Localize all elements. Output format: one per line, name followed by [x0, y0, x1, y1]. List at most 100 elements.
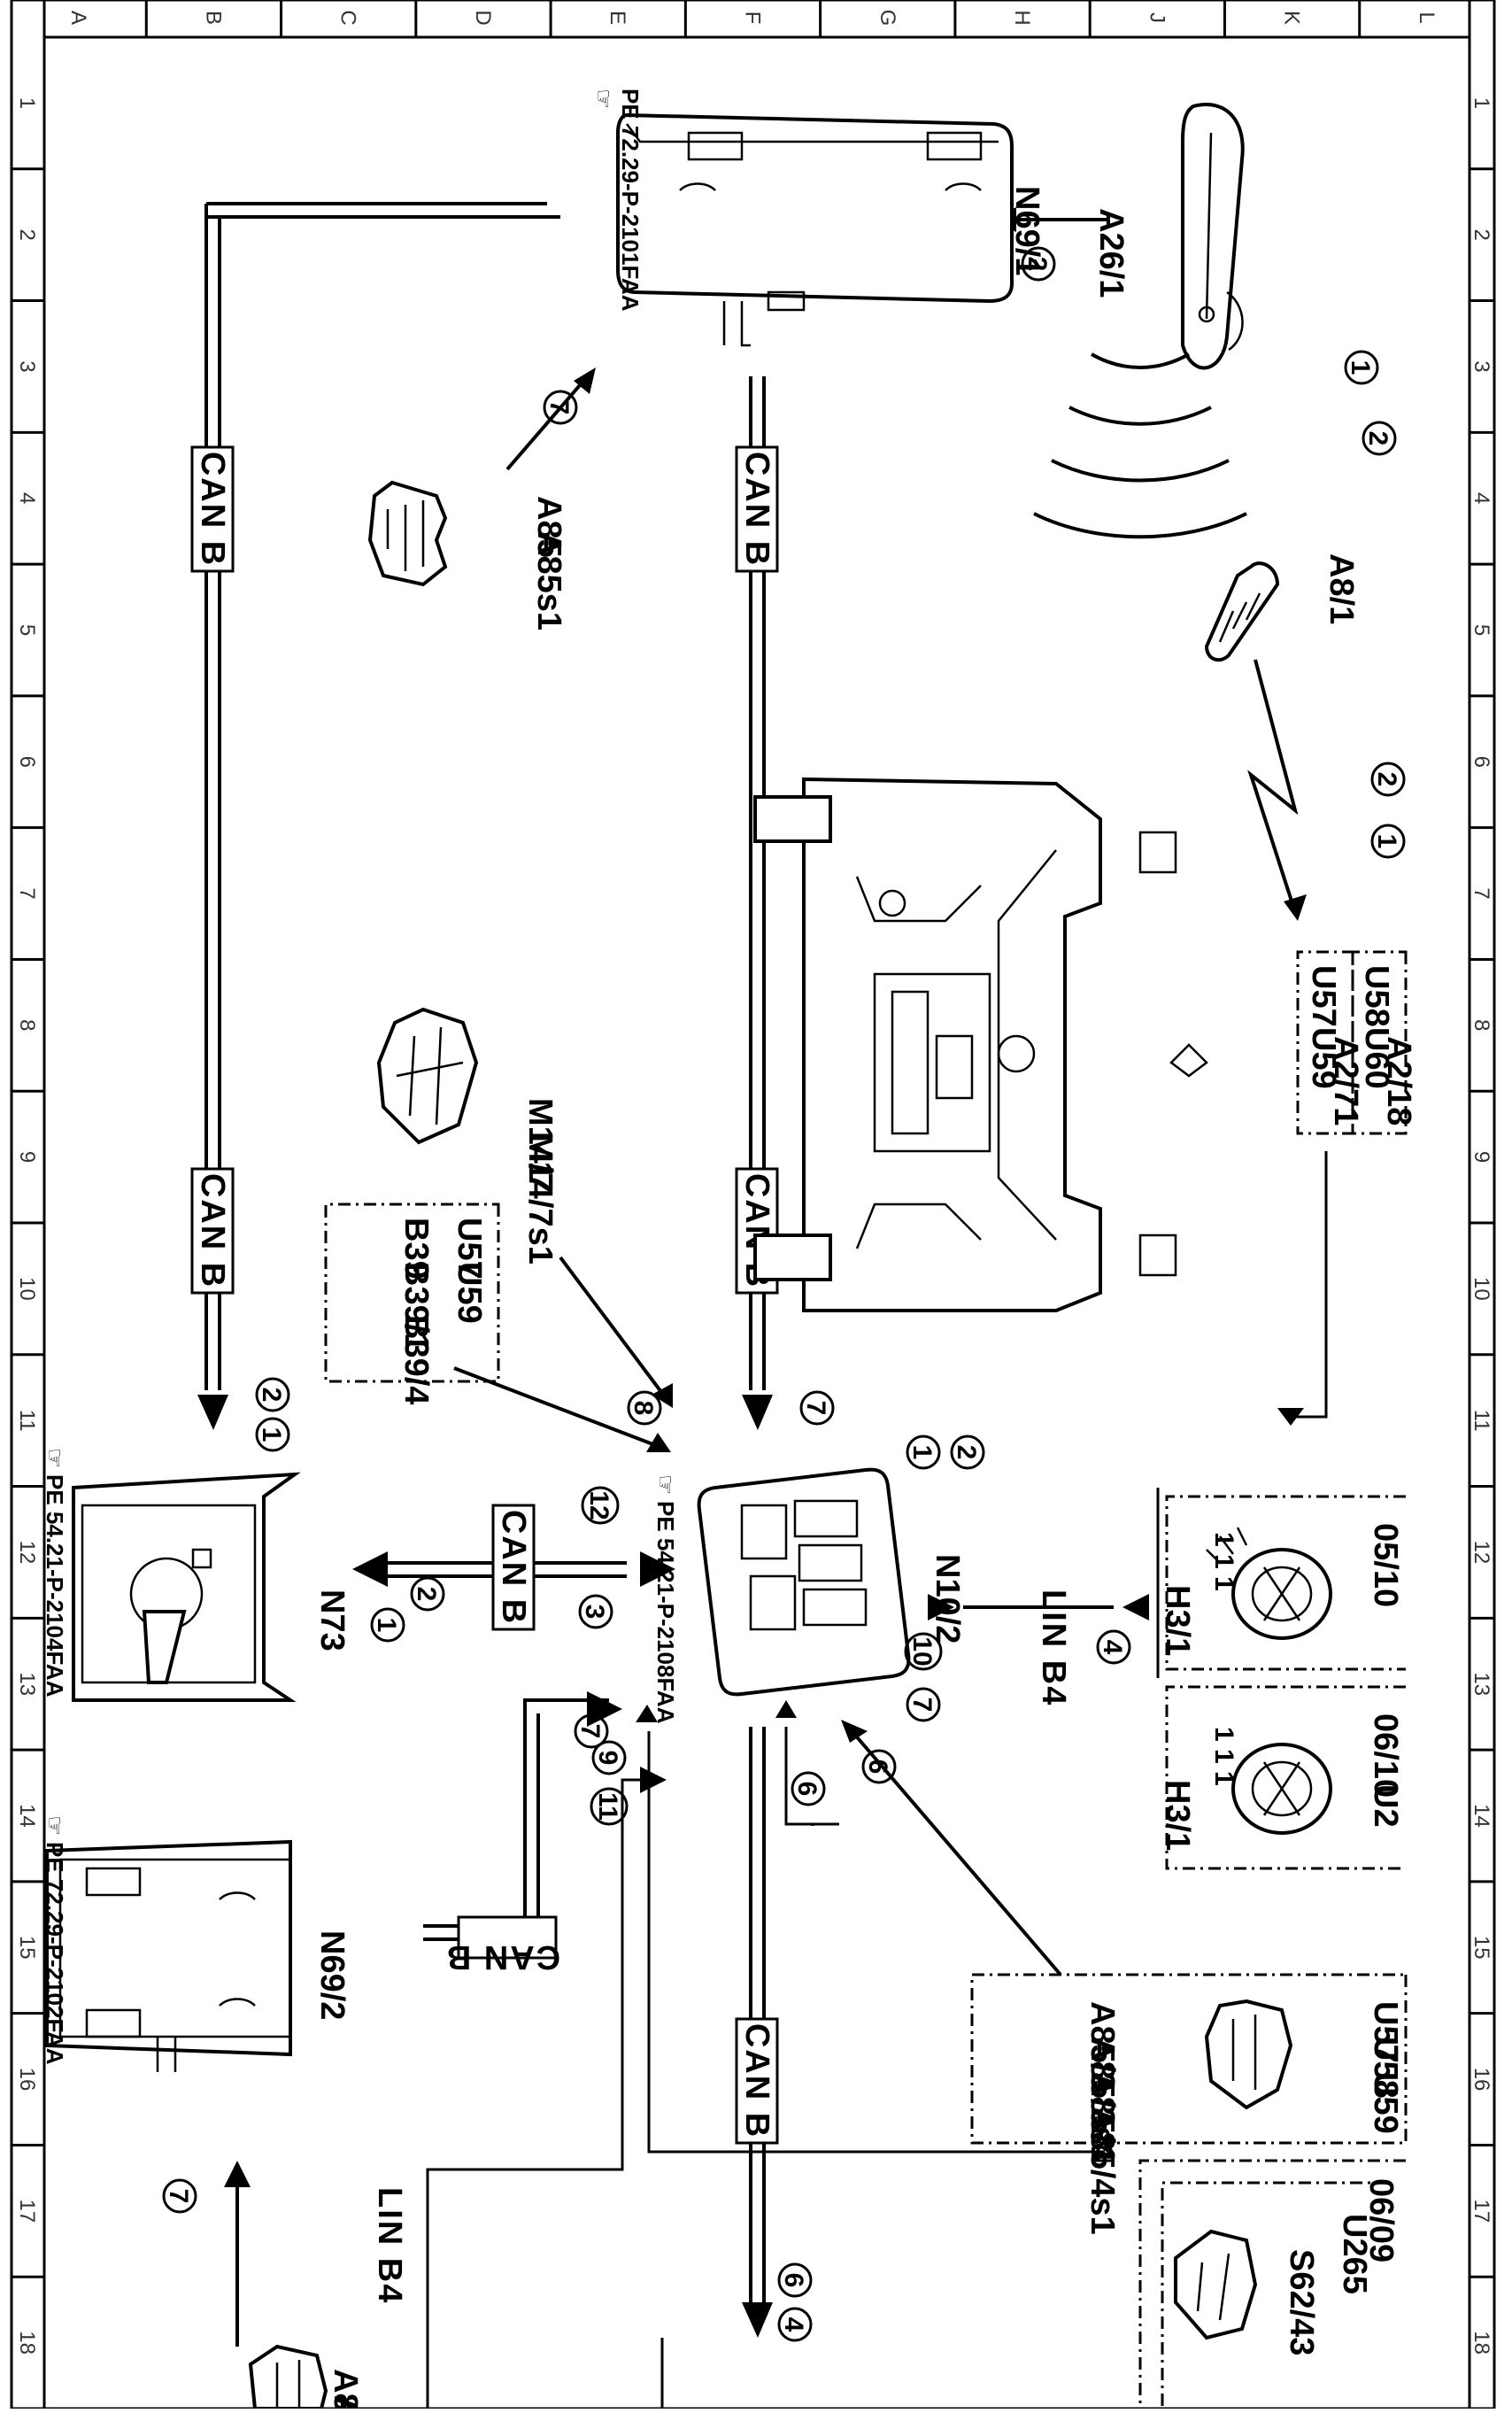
- svg-text:U57: U57: [451, 1218, 488, 1280]
- svg-text:N69/2: N69/2: [313, 1930, 351, 2020]
- grid-row-label: D: [471, 10, 495, 25]
- callout-a8-down: 2 1: [1370, 762, 1406, 859]
- svg-text:A85: A85: [327, 2395, 364, 2409]
- grid-col-label: 3: [1470, 360, 1493, 372]
- grid-row-label: E: [606, 11, 629, 25]
- grid-col-label: 14: [1470, 1804, 1493, 1828]
- svg-text:4: 4: [779, 2317, 808, 2332]
- svg-text:8: 8: [629, 1401, 658, 1416]
- grid-col-label: 15: [15, 1936, 39, 1960]
- svg-text:☞: ☞: [42, 1448, 68, 1468]
- svg-text:CAN B: CAN B: [495, 1510, 532, 1625]
- grid-col-label: 1: [1470, 97, 1493, 109]
- svg-text:1: 1: [907, 1445, 937, 1460]
- grid-row-label: J: [1145, 12, 1169, 23]
- svg-text:U58: U58: [1358, 965, 1395, 1027]
- grid-col-label: 8: [1470, 1019, 1493, 1031]
- svg-text:12: 12: [584, 1490, 613, 1520]
- svg-text:6: 6: [863, 1759, 892, 1775]
- grid-col-label: 8: [15, 1019, 39, 1031]
- svg-text:U59: U59: [1305, 1027, 1342, 1089]
- callout-n10-6: 6: [861, 1749, 897, 1784]
- svg-text:7: 7: [164, 2189, 193, 2204]
- remote-key-a8-1: A8/1: [1204, 553, 1360, 662]
- n69-1-reference: PE 72.29-P-2101FAA: [617, 89, 644, 312]
- grid-col-label: 16: [15, 2068, 39, 2092]
- control-unit-n10-2: N10/2 ☞ PE 54.21-P-2108FAA: [652, 1467, 966, 1724]
- svg-text:1 1 1: 1 1 1: [1209, 1727, 1238, 1786]
- svg-text:3: 3: [580, 1605, 609, 1620]
- svg-text:A85/4s1: A85/4s1: [1084, 2108, 1121, 2235]
- grid-col-label: 5: [15, 624, 39, 636]
- grid-col-label: 1: [15, 97, 39, 109]
- svg-text:U60: U60: [1358, 1027, 1395, 1089]
- svg-text:S62/43: S62/43: [1283, 2249, 1320, 2355]
- can-b-bus-n69-n73: CAN B CAN B: [190, 202, 560, 1430]
- alarm-horn-h3-1-06-10: 06/10 U2 H3/1 1 1 1: [1159, 1685, 1406, 1870]
- svg-text:06/09: 06/09: [1362, 2178, 1400, 2262]
- door-handle-a26-1: A26/1: [1092, 103, 1245, 370]
- grid-col-label: 7: [1470, 887, 1493, 899]
- lock-actuator-a85: A85 A85s1: [367, 480, 567, 630]
- grid-row-label: G: [876, 10, 899, 27]
- grid-row-label: B: [201, 11, 225, 25]
- callout-n10-9-11: 9 11: [590, 1740, 629, 1826]
- grid-col-label: 18: [1470, 2331, 1493, 2355]
- svg-text:A85/4: A85/4: [1084, 2072, 1121, 2162]
- grid-col-label: 2: [1470, 228, 1493, 240]
- radio-waves: [1033, 352, 1247, 539]
- svg-text:1: 1: [1346, 360, 1375, 375]
- lock-actuator-a85-bottom: A85 A85: [248, 2344, 364, 2413]
- grid-col-label: 17: [1470, 2199, 1493, 2223]
- control-unit-n69-2: N69/2 ☞ PE 72.29-P-2102FAA: [42, 1815, 351, 2072]
- svg-text:6: 6: [779, 2273, 808, 2288]
- grid-col-label: 9: [15, 1151, 39, 1163]
- grid-col-label: 12: [15, 1541, 39, 1565]
- grid-col-label: 14: [15, 1804, 39, 1828]
- svg-text:CAN B: CAN B: [194, 1173, 231, 1288]
- svg-text:1: 1: [257, 1427, 286, 1442]
- svg-text:U59: U59: [451, 1262, 488, 1324]
- grid-col-label: 12: [1470, 1541, 1493, 1565]
- svg-text:A85/3: A85/3: [1084, 2001, 1121, 2091]
- control-unit-n69-1: N69/1 ☞ PE 72.29-P-2101FAA: [590, 89, 1045, 347]
- svg-text:7: 7: [544, 400, 574, 415]
- grid-row-label: K: [1280, 11, 1304, 25]
- grid-col-label: 3: [15, 360, 39, 372]
- grid-col-label: 18: [15, 2331, 39, 2355]
- svg-text:U59: U59: [1367, 2072, 1404, 2134]
- grid-row-label: A: [66, 11, 90, 25]
- grid-col-label: 6: [15, 756, 39, 768]
- callout-a8-up: 1 2: [1344, 350, 1397, 456]
- callout-n10-12: 12: [581, 1486, 620, 1525]
- svg-text:H3/1: H3/1: [1159, 1585, 1196, 1656]
- grid-col-label: 15: [1470, 1936, 1493, 1960]
- grid-col-label: 13: [1470, 1672, 1493, 1696]
- svg-text:CAN B: CAN B: [194, 452, 231, 567]
- callout-n10-6b: 6: [791, 1771, 826, 1806]
- callout-n10-8: 8: [627, 1390, 662, 1426]
- callout-n10-3: 3: [578, 1594, 613, 1629]
- grid-col-label: 17: [15, 2199, 39, 2223]
- grid-col-label: 2: [15, 228, 39, 240]
- svg-text:H3/1: H3/1: [1159, 1780, 1196, 1851]
- grid-col-label: 13: [15, 1672, 39, 1696]
- grid-col-label: 4: [1470, 492, 1493, 504]
- grid-row-label: H: [1010, 10, 1034, 25]
- callout-n10-7: 7: [799, 1390, 835, 1426]
- callout-n69-2: 7: [162, 2178, 197, 2214]
- svg-text:A85/3s1: A85/3s1: [1084, 2037, 1121, 2164]
- svg-text:U57: U57: [1367, 2001, 1404, 2063]
- svg-text:U2: U2: [1367, 1784, 1404, 1828]
- svg-text:B39: B39: [397, 1218, 435, 1280]
- svg-text:B39/1: B39/1: [397, 1262, 435, 1351]
- grid-row-label: C: [336, 10, 360, 25]
- svg-text:2: 2: [257, 1388, 286, 1403]
- grid-col-label: 9: [1470, 1151, 1493, 1163]
- callout-a85-7: 7: [543, 390, 578, 425]
- svg-text:A2/18: A2/18: [1380, 1036, 1417, 1125]
- lin-b4-bus: LIN B4: [928, 1589, 1149, 1706]
- svg-text:7: 7: [801, 1401, 830, 1416]
- grid-col-label: 11: [1470, 1410, 1493, 1432]
- svg-text:06/10: 06/10: [1367, 1713, 1404, 1798]
